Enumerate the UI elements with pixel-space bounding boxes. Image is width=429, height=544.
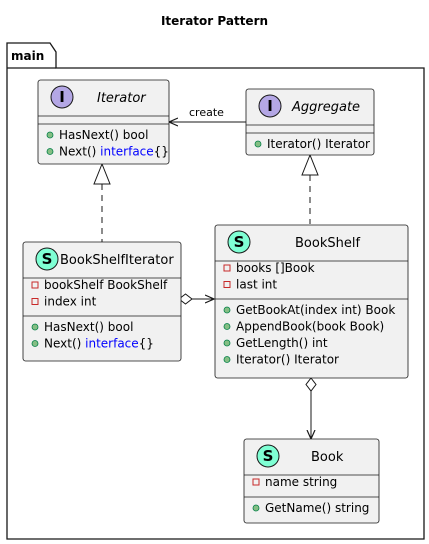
method: Iterator() Iterator (236, 353, 339, 367)
badge-letter: S (42, 250, 53, 268)
struct-badge-icon (256, 444, 280, 468)
field: index int (44, 295, 97, 309)
public-visibility-icon (223, 339, 231, 347)
field: last int (236, 278, 277, 292)
interface-badge-icon (50, 85, 74, 109)
badge-letter: I (267, 97, 273, 115)
method: GetLength() int (236, 336, 328, 350)
method: GetName() string (265, 501, 369, 515)
aggregation-bookshelfiterator-bookshelf (178, 293, 214, 305)
method: GetBookAt(index int) Book (236, 303, 395, 317)
realization-bookshelfiterator-iterator (93, 162, 111, 242)
class-box (214, 224, 409, 379)
method: AppendBook(book Book) (236, 320, 384, 334)
field: books []Book (236, 261, 315, 275)
public-visibility-icon (46, 131, 54, 139)
private-visibility-icon (31, 298, 39, 305)
private-visibility-icon (31, 281, 39, 289)
class-bookshelf: S BookShelf books []Book last intGetBookAt(… (214, 224, 409, 379)
public-visibility-icon (223, 306, 231, 314)
class-name: Aggregate (291, 100, 360, 115)
class-name: Iterator (97, 91, 147, 106)
field: bookShelf BookShelf (44, 278, 168, 292)
relation-create: create (169, 106, 246, 122)
method: HasNext() bool (59, 128, 148, 142)
struct-badge-icon (35, 247, 59, 271)
public-visibility-icon (46, 148, 54, 155)
method: Next() interface{} (44, 337, 154, 351)
create-label: create (189, 106, 224, 119)
public-visibility-icon (223, 323, 231, 330)
aggregation-bookshelf-book (305, 377, 317, 439)
class-bookshelfiterator: S BookShelfIterator bookShelf BookShelf ind… (22, 241, 182, 362)
method: HasNext() bool (44, 320, 133, 334)
field: name string (265, 475, 337, 489)
class-name: BookShelf (295, 236, 360, 251)
public-visibility-icon (31, 323, 39, 331)
private-visibility-icon (223, 281, 231, 288)
public-visibility-icon (223, 356, 231, 363)
class-name: Book (311, 450, 344, 465)
private-visibility-icon (252, 478, 260, 486)
method: Iterator() Iterator (267, 137, 370, 151)
diagram-title: Iterator Pattern (161, 14, 268, 28)
package-label: main (11, 49, 44, 63)
realization-bookshelf-aggregate (301, 153, 319, 224)
class-box (22, 241, 182, 362)
interface-badge-icon (258, 94, 282, 118)
badge-letter: S (263, 447, 274, 465)
public-visibility-icon (31, 340, 39, 347)
public-visibility-icon (254, 140, 262, 148)
public-visibility-icon (252, 504, 260, 512)
method: Next() interface{} (59, 145, 169, 159)
private-visibility-icon (223, 264, 231, 272)
struct-badge-icon (227, 230, 251, 254)
badge-letter: I (59, 88, 65, 106)
class-name: BookShelfIterator (60, 253, 174, 268)
badge-letter: S (234, 233, 245, 251)
